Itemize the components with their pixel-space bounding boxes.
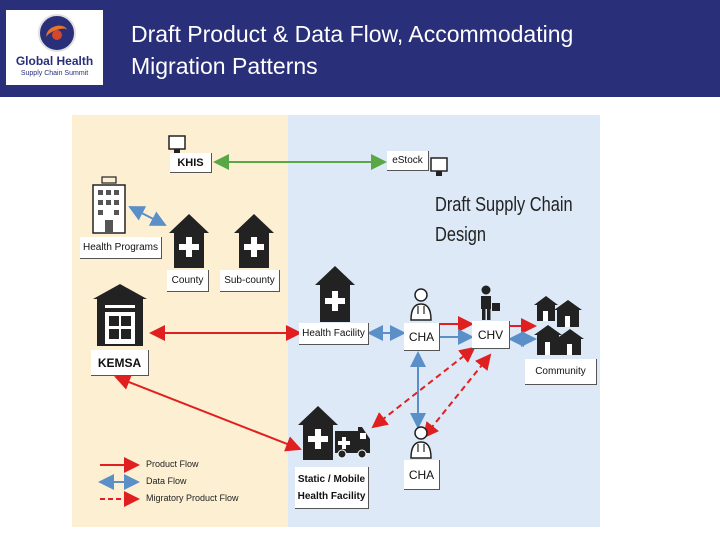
static-facility-house-icon: [298, 406, 338, 460]
migratory-flow-static-chv: [371, 346, 476, 429]
warehouse-icon: [93, 284, 147, 346]
logo-subtext: Supply Chain Summit: [20, 70, 89, 77]
health-facility-house-icon: [315, 266, 355, 322]
slide-title-line1: Draft Product & Data Flow, Accommodating: [131, 21, 574, 47]
subcounty-house-icon: [234, 214, 274, 268]
node-khis: KHIS: [170, 153, 212, 173]
logo-text: Global Health: [15, 54, 94, 68]
slide-header: Global Health Supply Chain Summit Draft …: [0, 0, 720, 97]
legend-migratory-flow: Migratory Product Flow: [146, 493, 239, 503]
globe-icon: [38, 14, 76, 52]
node-cha-bottom: CHA: [404, 460, 440, 490]
node-kemsa: KEMSA: [91, 350, 149, 376]
computer-icon: [168, 135, 186, 153]
health-worker-icon: [410, 426, 432, 459]
hospital-building-icon: [92, 176, 126, 234]
node-chv: CHV: [472, 321, 510, 349]
data-flow-programs-county: [128, 206, 167, 226]
diagram-title-line2: Design: [435, 224, 487, 246]
global-health-logo: Global Health Supply Chain Summit: [6, 10, 103, 85]
diagram-title-line1: Draft Supply Chain: [435, 194, 573, 216]
node-health-programs: Health Programs: [80, 237, 162, 259]
flow-arrows: [98, 154, 537, 507]
node-cha-top: CHA: [404, 323, 440, 351]
node-health-facility: Health Facility: [299, 323, 369, 345]
diagram-title: Draft Supply Chain Design: [435, 190, 573, 250]
node-subcounty: Sub-county: [220, 270, 280, 292]
node-community: Community: [525, 359, 597, 385]
community-houses-icon: [534, 296, 584, 355]
supply-chain-diagram: KHIS eStock Health Programs County Sub-c…: [72, 115, 600, 527]
slide-title: Draft Product & Data Flow, Accommodating…: [131, 18, 691, 82]
slide-title-line2: Migration Patterns: [131, 53, 318, 79]
node-static-mobile-line1: Static / Mobile: [297, 474, 366, 485]
computer-icon: [430, 157, 448, 176]
legend-product-flow: Product Flow: [146, 459, 199, 469]
node-county: County: [167, 270, 209, 292]
person-with-bag-icon: [481, 285, 500, 320]
ambulance-icon: [335, 427, 370, 459]
migratory-flow-chv-cha: [422, 353, 492, 439]
legend-data-flow: Data Flow: [146, 476, 187, 486]
node-estock: eStock: [387, 151, 429, 171]
node-static-mobile-line2: Health Facility: [297, 491, 366, 502]
product-flow-kemsa-static: [114, 374, 302, 452]
health-worker-icon: [410, 288, 432, 321]
node-static-mobile-facility: Static / Mobile Health Facility: [295, 467, 369, 509]
county-house-icon: [169, 214, 209, 268]
